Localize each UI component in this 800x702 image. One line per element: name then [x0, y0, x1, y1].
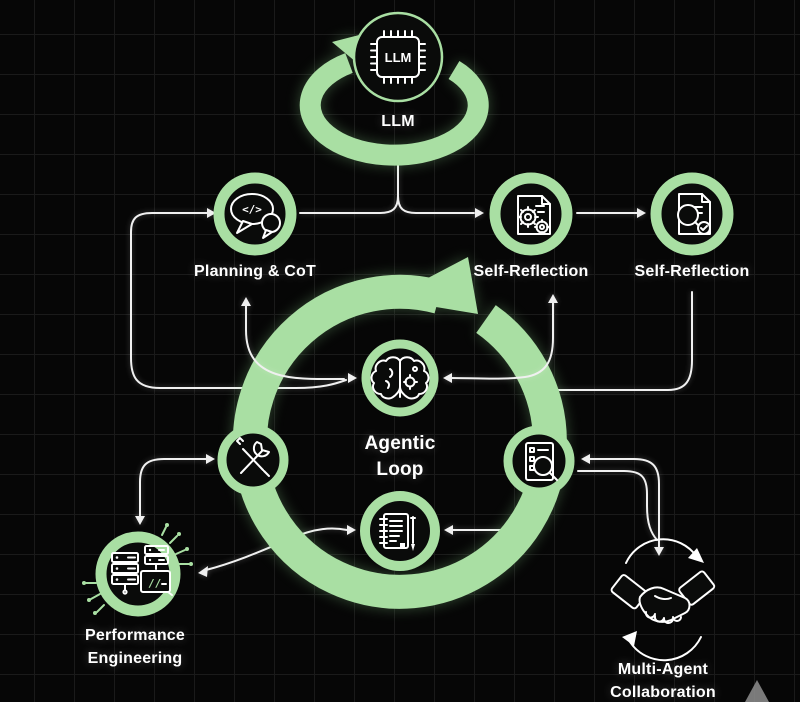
self-reflection-1-label: Self-Reflection — [473, 263, 589, 280]
brain-icon — [370, 356, 430, 400]
connector-perfeng-to-tools — [139, 458, 207, 517]
screen-code-text: // — [148, 577, 162, 590]
agentic-loop-arrowhead — [388, 257, 478, 314]
multi-agent-node — [610, 538, 716, 662]
performance-label-line2: Engineering — [87, 650, 183, 667]
performance-engineering-node: // — [82, 523, 193, 617]
connector-llm-to-self-reflection-1 — [397, 195, 475, 214]
agentic-loop-node — [361, 339, 439, 417]
agentic-loop-label: Agentic Loop — [364, 431, 435, 483]
multi-agent-label-line2: Collaboration — [610, 684, 716, 701]
gray-triangle — [745, 680, 769, 702]
agentic-loop-label-line2: Loop — [376, 459, 424, 480]
llm-label: LLM — [381, 113, 415, 130]
checklist-magnifier-icon — [525, 442, 558, 481]
connector-left-feeder — [130, 212, 347, 389]
chat-code-icon: </> — [230, 193, 281, 239]
llm-loop-ring — [299, 53, 489, 166]
llm-node: LLM — [352, 11, 444, 103]
self-reflection-2-label: Self-Reflection — [634, 263, 750, 280]
circuit-pins — [82, 523, 193, 615]
notebook-pencil-icon — [379, 513, 416, 551]
cpu-chip-icon — [370, 30, 426, 84]
document-gears-icon — [517, 195, 551, 235]
document-magnifier-icon — [677, 193, 711, 235]
notes-node — [360, 491, 440, 571]
planning-node: </> — [213, 172, 297, 256]
multi-agent-label-line1: Multi-Agent — [617, 661, 709, 678]
performance-label-line1: Performance — [84, 627, 186, 644]
chip-text: LLM — [385, 50, 412, 65]
self-reflection-1-node — [489, 172, 573, 256]
tools-node — [217, 424, 289, 496]
multi-agent-label: Multi-Agent Collaboration — [610, 658, 716, 702]
servers-icon: // — [111, 545, 173, 596]
crossed-tools-icon — [236, 437, 270, 477]
connector-evaluation-to-multiagent — [577, 470, 658, 541]
handshake-icon — [610, 538, 716, 662]
code-brackets-text: </> — [242, 203, 262, 216]
evaluation-node — [503, 425, 575, 497]
planning-label: Planning & CoT — [194, 263, 316, 280]
connector-planning-to-brain — [245, 304, 345, 381]
performance-engineering-label: Performance Engineering — [85, 624, 185, 670]
agentic-loop-label-line1: Agentic — [364, 433, 436, 454]
connector-multiagent-to-evaluation — [589, 458, 660, 549]
connector-sr2-to-loop — [545, 291, 693, 391]
llm-loop-arrowhead — [332, 35, 359, 62]
connector-sr1-to-brain — [450, 301, 554, 380]
self-reflection-2-node — [650, 172, 734, 256]
